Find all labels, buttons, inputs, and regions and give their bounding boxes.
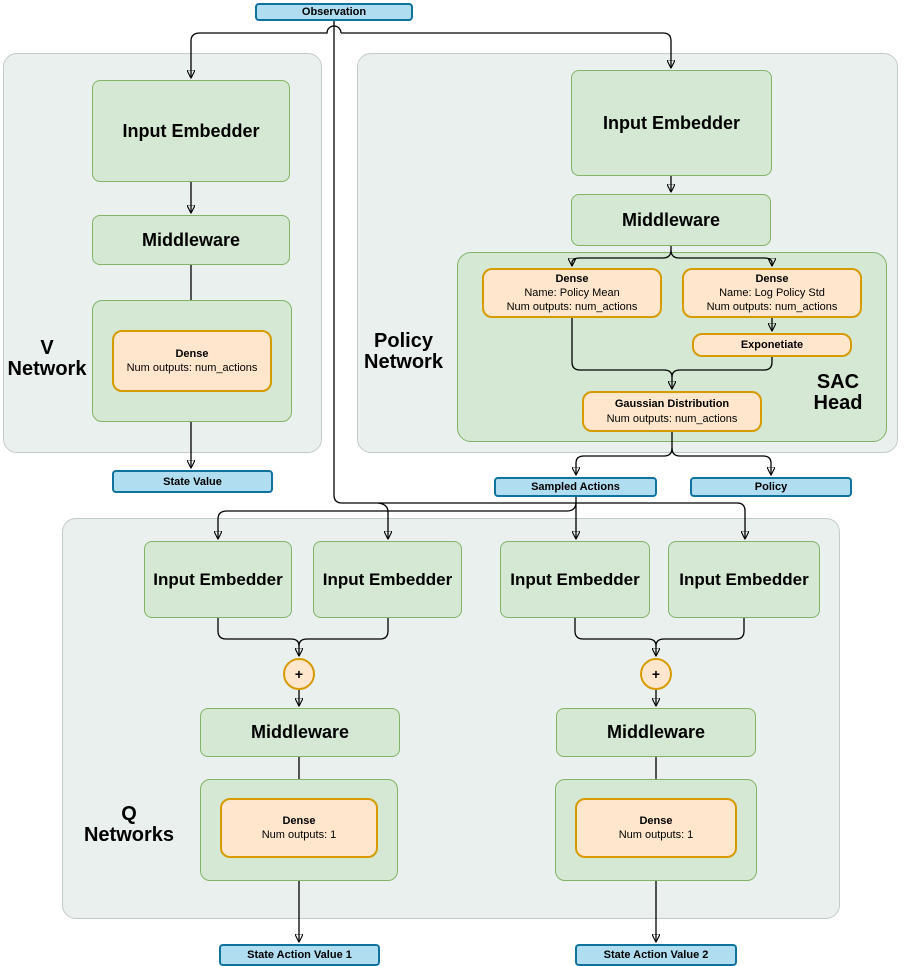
q1-dense-title: Dense (282, 814, 316, 827)
wire-q1-ie1-merge (217, 618, 300, 647)
q1-input-embedder-1-node: Input Embedder (144, 541, 292, 618)
dense-log-policy-std-title: Dense (755, 272, 789, 285)
q2-middleware-node: Middleware (556, 708, 756, 757)
v-network-label-line1: V (40, 337, 54, 359)
exponentiate-node: Exponetiate (692, 333, 852, 357)
q2-input-embedder-1-node: Input Embedder (500, 541, 650, 618)
policy-middleware-node: Middleware (571, 194, 771, 246)
v-network-label: V Network (2, 338, 92, 380)
q2-sum-node: + (640, 658, 672, 690)
v-middleware-node: Middleware (92, 215, 290, 265)
dense-log-policy-std-name: Name: Log Policy Std (719, 286, 825, 299)
q2-middleware-label: Middleware (606, 722, 706, 742)
q2-input-embedder-2-node: Input Embedder (668, 541, 820, 618)
arrow-sampled-actions-to-q-ie1 (218, 501, 577, 538)
q1-dense-node: Dense Num outputs: 1 (220, 798, 378, 858)
state-action-value-1-node: State Action Value 1 (219, 944, 380, 966)
arrow-middleware-to-dense-mean (572, 246, 672, 265)
arrow-observation-to-q-ie4 (333, 21, 745, 538)
q1-plus-icon: + (294, 666, 304, 682)
wire-q2-ie3-merge (574, 618, 657, 647)
arrow-observation-to-policy-input-embedder (341, 32, 671, 67)
dense-log-policy-std-outputs: Num outputs: num_actions (706, 301, 838, 314)
wire-exponentiate-merge (671, 357, 773, 378)
q1-sum-node: + (283, 658, 315, 690)
state-action-value-2-node: State Action Value 2 (575, 944, 737, 966)
dense-log-policy-std-node: Dense Name: Log Policy Std Num outputs: … (682, 268, 862, 318)
q2-input-embedder-1-label: Input Embedder (510, 569, 640, 589)
arrow-observation-to-q-ie2 (377, 502, 388, 538)
wire-q1-ie2-merge (298, 618, 389, 647)
q2-input-embedder-2-label: Input Embedder (679, 569, 809, 589)
state-action-value-1-label: State Action Value 1 (247, 949, 352, 961)
v-dense-title: Dense (175, 347, 209, 360)
gaussian-distribution-node: Gaussian Distribution Num outputs: num_a… (582, 391, 762, 432)
v-input-embedder-label: Input Embedder (122, 120, 260, 141)
sac-head-label-line2: Head (813, 392, 863, 414)
q2-dense-subtitle: Num outputs: 1 (618, 829, 694, 841)
observation-label: Observation (301, 6, 367, 18)
arrow-middleware-to-dense-std (670, 249, 772, 265)
q-networks-label: Q Networks (77, 804, 181, 846)
dense-policy-mean-node: Dense Name: Policy Mean Num outputs: num… (482, 268, 662, 318)
policy-middleware-label: Middleware (621, 209, 721, 230)
state-value-node: State Value (112, 470, 273, 493)
v-dense-node: Dense Num outputs: num_actions (112, 330, 272, 392)
sac-head-label: SAC Head (795, 372, 881, 414)
arrow-gaussian-to-sampled-actions (576, 432, 673, 474)
q1-dense-subtitle: Num outputs: 1 (261, 829, 337, 841)
dense-policy-mean-name: Name: Policy Mean (524, 286, 620, 299)
policy-network-label-line2: Network (364, 351, 443, 373)
policy-network-label-line1: Policy (374, 330, 433, 352)
wire-q2-ie4-merge (655, 618, 745, 647)
q1-middleware-label: Middleware (250, 722, 350, 742)
dense-policy-mean-outputs: Num outputs: num_actions (506, 301, 638, 314)
policy-input-embedder-node: Input Embedder (571, 70, 772, 176)
gaussian-distribution-title: Gaussian Distribution (614, 398, 730, 411)
policy-input-embedder-label: Input Embedder (602, 112, 740, 133)
q2-dense-title: Dense (639, 814, 673, 827)
dense-policy-mean-title: Dense (555, 272, 589, 285)
q1-input-embedder-2-label: Input Embedder (322, 569, 453, 589)
q-networks-label-line1: Q (121, 803, 137, 825)
v-dense-subtitle: Num outputs: num_actions (126, 362, 258, 374)
gaussian-distribution-subtitle: Num outputs: num_actions (606, 412, 738, 425)
sampled-actions-label: Sampled Actions (531, 481, 620, 493)
q1-input-embedder-1-label: Input Embedder (153, 569, 283, 589)
observation-node: Observation (255, 3, 413, 21)
sampled-actions-node: Sampled Actions (494, 477, 657, 497)
sac-head-label-line1: SAC (816, 371, 860, 393)
q1-middleware-node: Middleware (200, 708, 400, 757)
arrow-observation-to-v-input-embedder (191, 25, 342, 77)
exponentiate-label: Exponetiate (740, 338, 804, 351)
policy-output-label: Policy (754, 481, 788, 493)
wire-dense-mean-merge (571, 318, 673, 378)
v-network-label-line2: Network (7, 358, 87, 380)
policy-output-node: Policy (690, 477, 852, 497)
state-action-value-2-label: State Action Value 2 (603, 949, 709, 961)
q2-plus-icon: + (651, 666, 661, 682)
state-value-label: State Value (163, 475, 222, 488)
q-networks-label-line2: Networks (83, 824, 175, 846)
v-middleware-label: Middleware (141, 229, 241, 250)
v-input-embedder-node: Input Embedder (92, 80, 290, 182)
q1-input-embedder-2-node: Input Embedder (313, 541, 462, 618)
arrow-gaussian-to-policy (671, 447, 771, 474)
q2-dense-node: Dense Num outputs: 1 (575, 798, 737, 858)
policy-network-label: Policy Network (356, 331, 451, 373)
